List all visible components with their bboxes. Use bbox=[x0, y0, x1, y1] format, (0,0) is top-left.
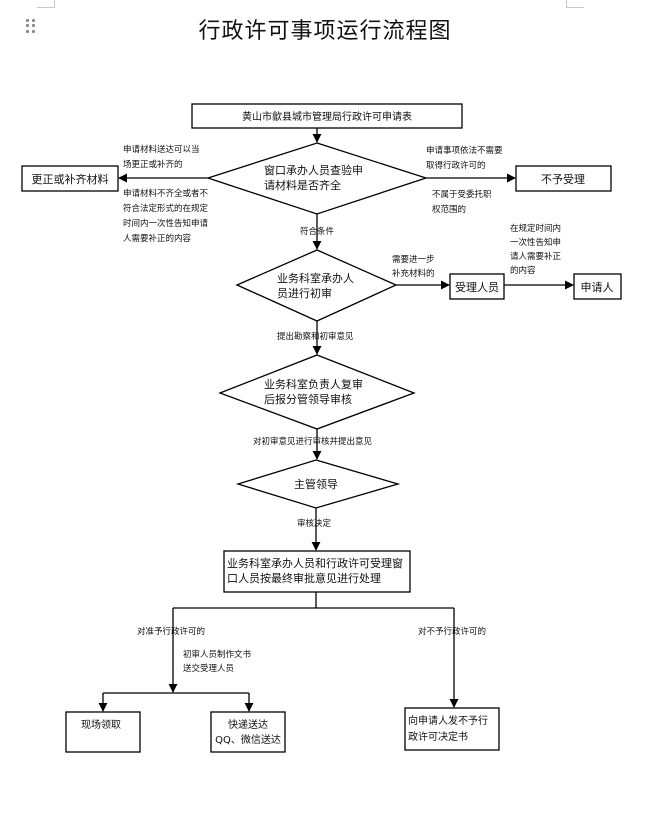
label-correct-on-spot-2: 场更正或补齐的 bbox=[123, 159, 183, 170]
node-initial-review[interactable]: 业务科室承办人 员进行初审 bbox=[235, 249, 398, 322]
label-correct-on-spot-1: 申请材料送达可以当 bbox=[123, 144, 200, 155]
node-window-check-text-2: 请材料是否齐全 bbox=[264, 178, 341, 192]
node-acceptor[interactable]: 受理人员 bbox=[449, 273, 505, 300]
node-second-review-text-2: 后报分管领导审核 bbox=[264, 392, 352, 406]
node-rejection-notice-text-1: 向申请人发不予行 bbox=[408, 714, 488, 727]
node-applicant-text: 申请人 bbox=[581, 281, 614, 294]
page-corner-mark-top-left bbox=[37, 0, 55, 8]
label-incomplete-notify-1: 申请材料不齐全或者不 bbox=[123, 188, 209, 199]
node-initial-review-text-1: 业务科室承办人 bbox=[277, 271, 354, 285]
label-notify-applicant-3: 请人需要补正 bbox=[510, 251, 562, 262]
page-corner-mark-top-right bbox=[566, 0, 584, 8]
node-express-delivery-text-2: QQ、微信送达 bbox=[215, 733, 281, 746]
node-final-processing-text-2: 口人员按最终审批意见进行处理 bbox=[227, 571, 381, 585]
node-application-form-text: 黄山市歙县城市管理局行政许可申请表 bbox=[242, 110, 412, 123]
document-title: 行政许可事项运行流程图 bbox=[198, 19, 452, 44]
node-window-check-text-1: 窗口承办人员查验申 bbox=[264, 163, 363, 177]
node-initial-review-text-2: 员进行初审 bbox=[277, 286, 332, 300]
label-prepare-document-2: 送交受理人员 bbox=[183, 663, 234, 674]
node-window-check[interactable]: 窗口承办人员查验申 请材料是否齐全 bbox=[205, 142, 429, 215]
node-final-processing[interactable]: 业务科室承办人员和行政许可受理窗 口人员按最终审批意见进行处理 bbox=[223, 550, 411, 593]
label-survey-opinion: 提出勘察和初审意见 bbox=[277, 331, 354, 342]
node-applicant[interactable]: 申请人 bbox=[573, 273, 622, 300]
node-second-review[interactable]: 业务科室负责人复审 后报分管领导审核 bbox=[218, 354, 416, 430]
node-express-delivery[interactable]: 快递送达 QQ、微信送达 bbox=[210, 711, 286, 753]
drag-handle-icon[interactable] bbox=[26, 19, 36, 33]
label-incomplete-notify-2: 符合法定形式的在规定 bbox=[123, 203, 209, 214]
node-rejection-notice-text-2: 政许可决定书 bbox=[408, 730, 468, 743]
label-no-permit-needed-1: 申请事项依法不需要 bbox=[426, 145, 503, 156]
node-express-delivery-text-1: 快递送达 bbox=[228, 718, 268, 731]
label-not-in-scope-2: 权范围的 bbox=[432, 204, 466, 215]
label-meets-conditions: 符合条件 bbox=[300, 226, 335, 237]
node-onsite-pickup-text: 现场领取 bbox=[81, 718, 121, 731]
node-acceptor-text: 受理人员 bbox=[455, 281, 499, 294]
node-application-form[interactable]: 黄山市歙县城市管理局行政许可申请表 bbox=[191, 103, 463, 129]
node-not-accepted-text: 不予受理 bbox=[541, 173, 585, 186]
label-incomplete-notify-3: 时间内一次性告知申请 bbox=[123, 218, 209, 229]
label-notify-applicant-1: 在规定时间内 bbox=[510, 223, 561, 234]
label-notify-applicant-4: 的内容 bbox=[510, 265, 536, 276]
label-deny-permit: 对不予行政许可的 bbox=[418, 626, 486, 637]
label-review-decision: 审核决定 bbox=[297, 518, 332, 529]
node-not-accepted[interactable]: 不予受理 bbox=[515, 165, 612, 192]
node-final-processing-text-1: 业务科室承办人员和行政许可受理窗 bbox=[227, 556, 403, 570]
node-rejection-notice[interactable]: 向申请人发不予行 政许可决定书 bbox=[404, 707, 500, 751]
node-correct-materials-text: 更正或补齐材料 bbox=[32, 172, 109, 186]
label-notify-applicant-2: 一次性告知申 bbox=[510, 237, 561, 248]
label-not-in-scope-1: 不属于受委托职 bbox=[432, 189, 492, 200]
label-need-more-materials-1: 需要进一步 bbox=[392, 255, 435, 265]
node-leader-text: 主管领导 bbox=[294, 477, 338, 491]
node-second-review-text-1: 业务科室负责人复审 bbox=[264, 377, 363, 391]
label-incomplete-notify-4: 人需要补正的内容 bbox=[123, 233, 192, 244]
node-correct-materials[interactable]: 更正或补齐材料 bbox=[21, 165, 119, 192]
label-no-permit-needed-2: 取得行政许可的 bbox=[426, 160, 486, 171]
label-grant-permit: 对准予行政许可的 bbox=[137, 626, 205, 637]
label-need-more-materials-2: 补充材料的 bbox=[392, 268, 435, 279]
node-onsite-pickup[interactable]: 现场领取 bbox=[65, 711, 141, 753]
label-prepare-document-1: 初审人员制作文书 bbox=[183, 649, 252, 660]
node-leader[interactable]: 主管领导 bbox=[235, 459, 401, 509]
label-review-opinion: 对初审意见进行审核并提出意见 bbox=[253, 436, 373, 447]
